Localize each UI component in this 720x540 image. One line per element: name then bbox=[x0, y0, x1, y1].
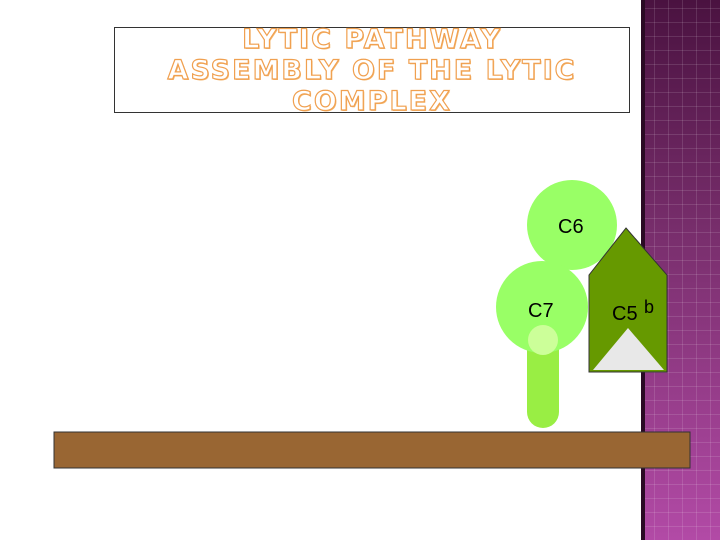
slide-title: LYTIC PATHWAY ASSEMBLY OF THE LYTIC COMP… bbox=[114, 23, 630, 117]
c5b-subscript: b bbox=[644, 297, 654, 317]
c6-label: C6 bbox=[558, 216, 584, 238]
c7-label: C7 bbox=[528, 300, 554, 322]
cell-membrane bbox=[53, 431, 691, 469]
title-line-2: ASSEMBLY OF THE LYTIC bbox=[167, 54, 577, 86]
c7-stalk bbox=[527, 330, 559, 428]
c5b-notch bbox=[593, 328, 664, 370]
c5b-label: C5 bbox=[612, 303, 638, 325]
title-line-3: COMPLEX bbox=[291, 85, 452, 117]
c7-circle bbox=[496, 261, 588, 353]
title-frame bbox=[114, 27, 630, 113]
c7-inner-circle bbox=[528, 325, 558, 355]
c6-circle bbox=[527, 180, 617, 270]
title-line-1: LYTIC PATHWAY bbox=[241, 23, 502, 55]
c5b-shape bbox=[588, 227, 668, 373]
